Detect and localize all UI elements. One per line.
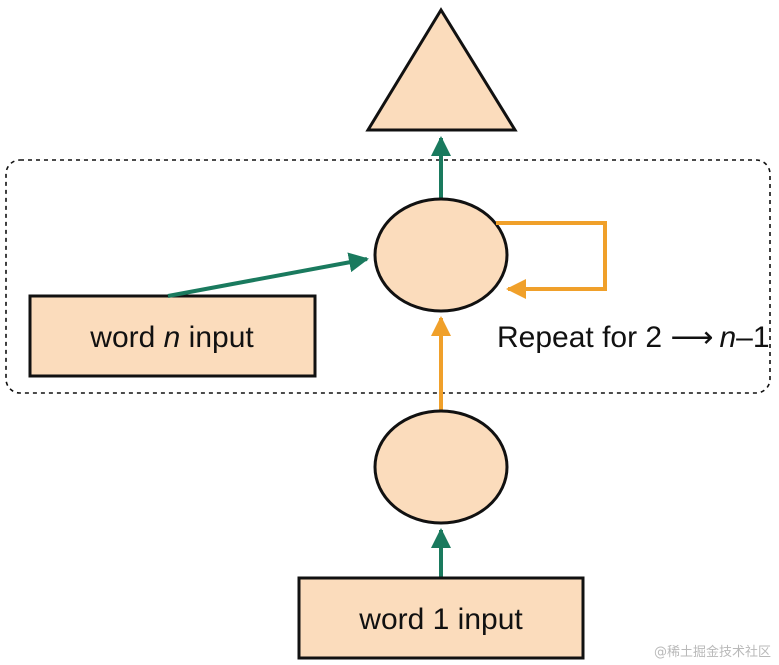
word-n-suffix: input	[180, 321, 254, 354]
word-1-input-label: word 1 input	[358, 603, 523, 636]
repeat-note-prefix: Repeat for 2	[497, 321, 670, 354]
repeat-note-suffix: –1	[736, 321, 769, 354]
self-loop-arrow	[496, 221, 607, 299]
output-triangle	[365, 7, 518, 132]
watermark: @稀土掘金技术社区	[654, 644, 771, 660]
arrow-word-n-to-hidden	[167, 252, 369, 298]
hidden-state-node-1	[373, 409, 509, 525]
hidden-state-node-repeat	[373, 197, 509, 313]
repeat-note: Repeat for 2 ⟶n–1	[497, 321, 770, 354]
word-n-input-label: word n input	[89, 321, 254, 354]
word-n-variable: n	[164, 321, 181, 354]
repeat-note-variable: n	[719, 321, 736, 354]
repeat-region-dashed-box	[5, 159, 771, 394]
word-1-input-box	[297, 576, 585, 660]
word-n-prefix: word	[89, 321, 163, 354]
repeat-note-arrow: ⟶	[670, 321, 713, 354]
